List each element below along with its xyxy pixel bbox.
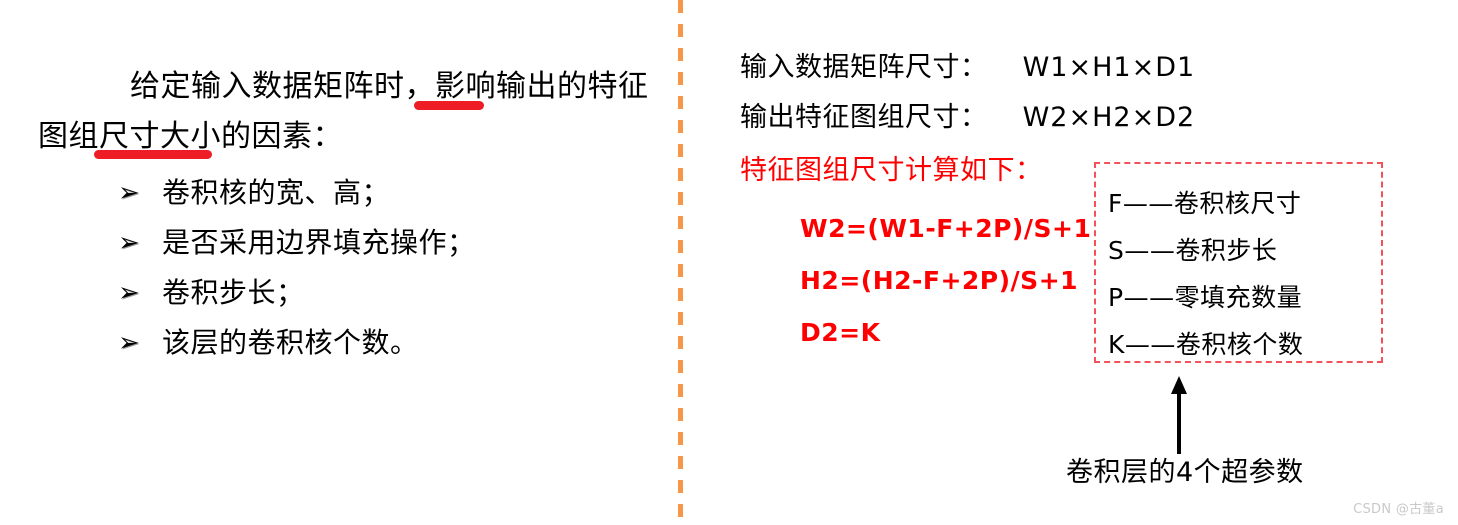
arrow-bullet-icon: ➢ — [118, 278, 141, 308]
formula-width: W2=(W1-F+2P)/S+1 — [800, 214, 1092, 243]
up-arrow-icon — [1168, 376, 1190, 454]
right-column: 输入数据矩阵尺寸： W1×H1×D1 输出特征图组尺寸： W2×H2×D2 特征… — [678, 0, 1458, 525]
output-size-label: 输出特征图组尺寸： — [740, 102, 988, 133]
csdn-watermark: CSDN @古董a — [1353, 502, 1444, 517]
legend-item-s: S——卷积步长 — [1108, 236, 1278, 265]
left-column: 给定输入数据矩阵时，影响输出的特征图组尺寸大小的因素： ➢ 卷积核的宽、高； ➢… — [0, 0, 678, 525]
output-size-line: 输出特征图组尺寸： W2×H2×D2 — [740, 100, 1195, 136]
input-size-label: 输入数据矩阵尺寸： — [740, 52, 988, 83]
list-item: ➢ 该层的卷积核个数。 — [118, 318, 638, 368]
vertical-dashed-divider — [678, 0, 683, 525]
list-item-label: 卷积步长； — [162, 276, 305, 309]
intro-paragraph: 给定输入数据矩阵时，影响输出的特征图组尺寸大小的因素： — [38, 69, 649, 154]
factor-list: ➢ 卷积核的宽、高； ➢ 是否采用边界填充操作； ➢ 卷积步长； ➢ 该层的卷积… — [118, 168, 638, 368]
legend-item-p: P——零填充数量 — [1108, 283, 1303, 312]
input-size-value: W1×H1×D1 — [1022, 52, 1196, 83]
red-underline-primary — [414, 101, 484, 110]
red-underline-secondary — [94, 150, 212, 159]
list-item: ➢ 卷积核的宽、高； — [118, 168, 638, 218]
arrow-bullet-icon: ➢ — [118, 178, 141, 208]
hyperparameter-legend-box — [1094, 162, 1383, 363]
legend-item-k: K——卷积核个数 — [1108, 330, 1304, 359]
formula-list: W2=(W1-F+2P)/S+1 H2=(H2-F+2P)/S+1 D2=K — [800, 203, 1091, 359]
list-item-label: 是否采用边界填充操作； — [162, 226, 476, 259]
arrow-caption: 卷积层的4个超参数 — [1066, 457, 1304, 488]
input-size-line: 输入数据矩阵尺寸： W1×H1×D1 — [740, 50, 1195, 86]
list-item-label: 卷积核的宽、高； — [162, 176, 391, 209]
list-item-label: 该层的卷积核个数。 — [162, 326, 419, 359]
formula-depth: D2=K — [800, 318, 881, 347]
list-item: ➢ 是否采用边界填充操作； — [118, 218, 638, 268]
output-size-value: W2×H2×D2 — [1022, 102, 1196, 133]
list-item: ➢ 卷积步长； — [118, 268, 638, 318]
legend-item-f: F——卷积核尺寸 — [1108, 189, 1302, 218]
hyperparameter-legend-list: F——卷积核尺寸 S——卷积步长 P——零填充数量 K——卷积核个数 — [1108, 180, 1378, 368]
formula-height: H2=(H2-F+2P)/S+1 — [800, 266, 1079, 295]
arrow-bullet-icon: ➢ — [118, 328, 141, 358]
calculation-heading: 特征图组尺寸计算如下： — [740, 155, 1043, 186]
arrow-bullet-icon: ➢ — [118, 228, 141, 258]
